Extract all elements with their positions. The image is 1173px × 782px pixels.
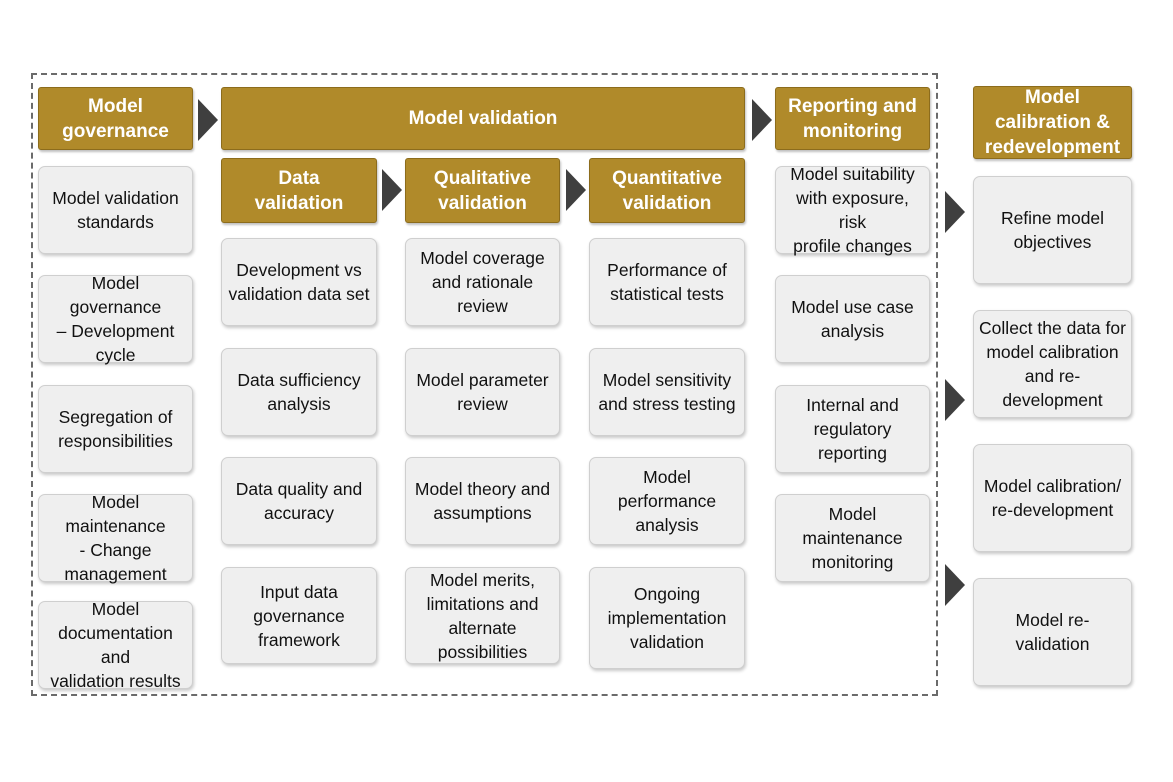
data-validation-item-dev-vs-validation: Development vs validation data set xyxy=(221,238,377,326)
arrow-right-icon xyxy=(944,378,966,422)
reporting-header: Reporting and monitoring xyxy=(775,87,930,150)
governance-item-documentation: Model documentation and validation resul… xyxy=(38,599,193,691)
arrow-right-icon xyxy=(197,98,219,142)
data-validation-item-quality: Data quality and accuracy xyxy=(221,457,377,545)
quantitative-item-statistical-tests: Performance of statistical tests xyxy=(589,238,745,326)
process-boundary-frame xyxy=(31,73,938,696)
arrow-right-icon xyxy=(751,98,773,142)
governance-item-validation-standards: Model validation standards xyxy=(38,166,193,254)
reporting-item-suitability: Model suitability with exposure, risk pr… xyxy=(775,164,930,256)
quantitative-validation-header: Quantitative validation xyxy=(589,158,745,223)
arrow-right-icon xyxy=(944,190,966,234)
data-validation-item-sufficiency: Data sufficiency analysis xyxy=(221,348,377,436)
reporting-item-use-case: Model use case analysis xyxy=(775,275,930,363)
governance-header: Model governance xyxy=(38,87,193,150)
governance-item-development-cycle: Model governance – Development cycle xyxy=(38,273,193,365)
qualitative-validation-header: Qualitative validation xyxy=(405,158,560,223)
arrow-right-icon xyxy=(381,168,403,212)
quantitative-item-ongoing: Ongoing implementation validation xyxy=(589,567,745,669)
qualitative-item-theory: Model theory and assumptions xyxy=(405,457,560,545)
arrow-right-icon xyxy=(565,168,587,212)
qualitative-item-parameter-review: Model parameter review xyxy=(405,348,560,436)
qualitative-item-coverage: Model coverage and rationale review xyxy=(405,238,560,326)
calibration-item-revalidation: Model re-validation xyxy=(973,578,1132,686)
governance-item-change-management: Model maintenance - Change management xyxy=(38,492,193,584)
quantitative-item-sensitivity: Model sensitivity and stress testing xyxy=(589,348,745,436)
reporting-item-maintenance-monitoring: Model maintenance monitoring xyxy=(775,494,930,582)
data-validation-item-input-governance: Input data governance framework xyxy=(221,567,377,664)
governance-item-segregation: Segregation of responsibilities xyxy=(38,385,193,473)
arrow-right-icon xyxy=(944,563,966,607)
calibration-header: Model calibration & redevelopment xyxy=(973,86,1132,159)
data-validation-header: Data validation xyxy=(221,158,377,223)
calibration-item-collect-data: Collect the data for model calibration a… xyxy=(973,310,1132,418)
qualitative-item-merits: Model merits, limitations and alternate … xyxy=(405,567,560,664)
reporting-item-regulatory: Internal and regulatory reporting xyxy=(775,385,930,473)
calibration-item-refine-objectives: Refine model objectives xyxy=(973,176,1132,284)
calibration-item-redevelopment: Model calibration/ re-development xyxy=(973,444,1132,552)
validation-header: Model validation xyxy=(221,87,745,150)
quantitative-item-performance: Model performance analysis xyxy=(589,457,745,545)
